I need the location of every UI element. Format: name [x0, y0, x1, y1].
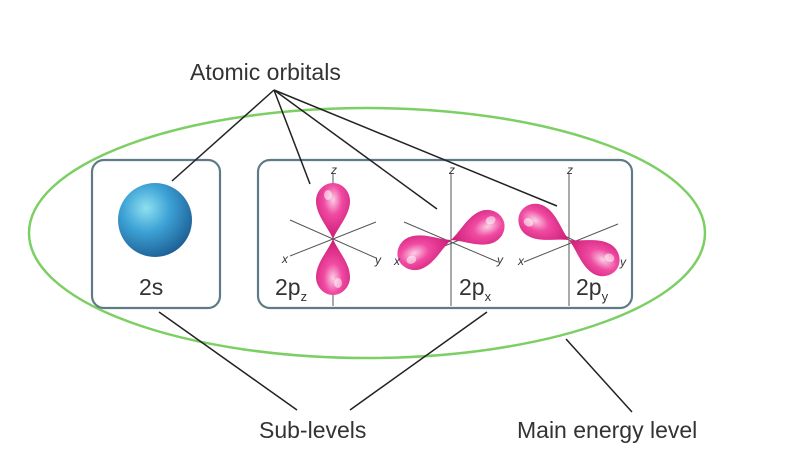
py-axis-x-label: x: [517, 254, 525, 268]
pz-axis-y-label: y: [374, 253, 382, 267]
px-axis-y-label: y: [496, 253, 504, 267]
py-axis-y-label: y: [619, 255, 627, 269]
s-orbital-sphere: [118, 183, 192, 257]
pz-axis-z-label: z: [330, 163, 337, 177]
px-orbital: [392, 174, 510, 306]
atomic-orbitals-caption: Atomic orbitals: [190, 59, 341, 85]
sub-levels-caption: Sub-levels: [259, 417, 366, 443]
pz-axis-x-label: x: [281, 252, 289, 266]
s-orbital-label: 2s: [139, 274, 163, 300]
main-energy-level-ellipse: [27, 106, 707, 360]
px-axis-z-label: z: [448, 163, 455, 177]
atomic-orbitals-leaders: [171, 89, 558, 210]
main-energy-level-caption: Main energy level: [517, 417, 697, 443]
sub-levels-leaders: [158, 311, 488, 411]
py-orbital: [512, 174, 626, 306]
px-axis-x-label: x: [393, 254, 401, 268]
px-orbital-label: 2px: [459, 274, 492, 304]
main-energy-level-leader: [565, 338, 633, 413]
pz-orbital-label: 2pz: [275, 274, 307, 304]
py-axis-z-label: z: [566, 163, 573, 177]
py-orbital-label: 2py: [576, 274, 609, 304]
s-sublevel-box: [90, 158, 222, 310]
pz-orbital: [289, 174, 377, 306]
